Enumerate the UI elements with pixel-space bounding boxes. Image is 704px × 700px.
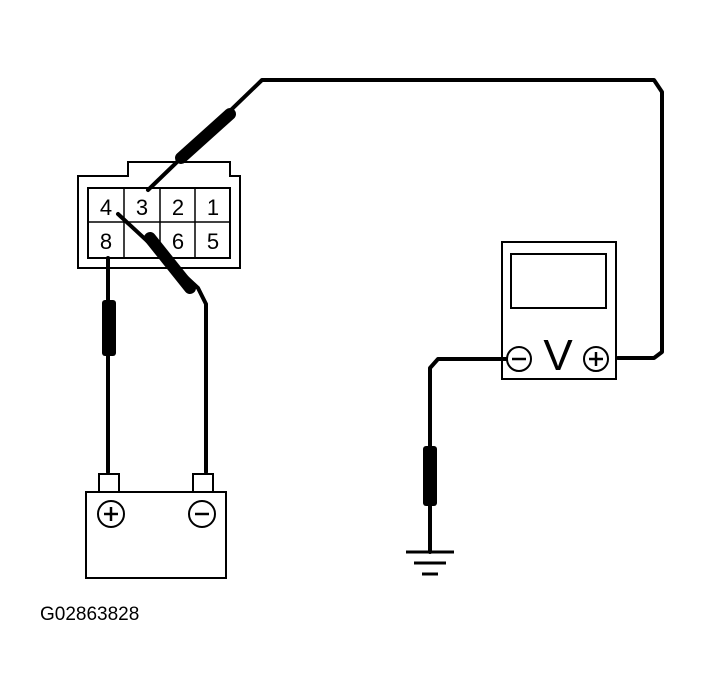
- jumper-wire-positive: [102, 256, 116, 474]
- voltmeter-unit-label: V: [543, 331, 573, 380]
- battery-positive-terminal: [98, 473, 120, 493]
- pin-6-label: 6: [172, 229, 184, 254]
- ground-icon: [406, 550, 454, 576]
- figure-code: G02863828: [40, 604, 140, 625]
- probe-clip: [175, 108, 236, 164]
- battery: + −: [85, 473, 227, 579]
- jumper-wire-negative: [116, 212, 208, 474]
- pin-1-label: 1: [207, 195, 219, 220]
- battery-negative-symbol: −: [193, 499, 211, 532]
- ground-clip: [423, 446, 437, 506]
- ground-wire: [423, 357, 508, 554]
- voltmeter-display: [510, 253, 607, 309]
- pin-8-label: 8: [100, 229, 112, 254]
- jumper-clip: [144, 232, 196, 294]
- probe-wire-positive: [146, 78, 664, 360]
- pin-2-label: 2: [172, 195, 184, 220]
- fuse: [102, 300, 116, 356]
- pin-5-label: 5: [207, 229, 219, 254]
- pin-4-label: 4: [100, 195, 112, 220]
- voltmeter: − + V: [501, 241, 617, 380]
- pin-3-label: 3: [136, 195, 148, 220]
- battery-negative-terminal: [192, 473, 214, 493]
